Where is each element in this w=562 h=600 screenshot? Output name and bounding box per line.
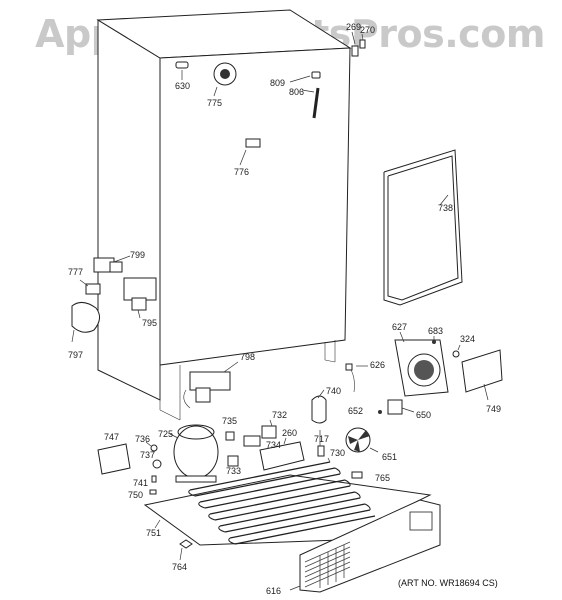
label-651: 651: [382, 452, 397, 462]
label-735: 735: [222, 416, 237, 426]
label-626: 626: [370, 360, 385, 370]
label-616: 616: [266, 586, 281, 596]
part-651-shape: [345, 427, 379, 453]
label-741: 741: [133, 478, 148, 488]
part-626-shape: [345, 363, 368, 393]
part-650-shape: [387, 399, 415, 415]
part-775-shape: [213, 62, 237, 97]
label-733: 733: [226, 466, 241, 476]
label-806: 806: [289, 87, 304, 97]
part-733-shape: [227, 455, 239, 467]
part-616-shape: [289, 499, 441, 593]
label-799: 799: [130, 250, 145, 260]
label-749: 749: [486, 404, 501, 414]
label-751: 751: [146, 528, 161, 538]
label-795: 795: [142, 318, 157, 328]
label-630: 630: [175, 81, 190, 91]
part-764-shape: [179, 539, 193, 561]
part-734-shape: [243, 435, 261, 447]
part-798-shape: [183, 361, 239, 409]
label-269: 269: [346, 22, 361, 32]
part-797-shape: [71, 302, 100, 343]
label-764: 764: [172, 562, 187, 572]
part-799-shape: [93, 255, 131, 273]
label-765: 765: [375, 473, 390, 483]
label-775: 775: [207, 98, 222, 108]
label-750: 750: [128, 490, 143, 500]
part-730-shape: [188, 457, 376, 545]
part-806-shape: [289, 71, 321, 119]
label-797: 797: [68, 350, 83, 360]
part-717-shape: [317, 430, 325, 457]
part-795-shape: [123, 277, 157, 319]
part-683-shape: [432, 336, 436, 344]
part-735-shape: [225, 431, 235, 441]
part-627-shape: [394, 331, 449, 397]
part-725-shape: [169, 424, 219, 483]
label-270: 270: [360, 25, 375, 35]
part-747-shape: [97, 443, 131, 475]
part-740-shape: [311, 389, 327, 424]
label-736: 736: [135, 434, 150, 444]
part-750-shape: [149, 489, 157, 495]
label-627: 627: [392, 322, 407, 332]
part-652-shape: [378, 410, 382, 414]
part-776-shape: [239, 138, 261, 166]
label-738: 738: [438, 203, 453, 213]
part-765-shape: [351, 471, 363, 479]
label-809: 809: [270, 78, 285, 88]
label-732: 732: [272, 410, 287, 420]
label-777: 777: [68, 267, 83, 277]
part-labels: 269 270 630 775 809 806 776 738 799 777 …: [68, 22, 501, 596]
label-683: 683: [428, 326, 443, 336]
label-730: 730: [330, 448, 345, 458]
label-652: 652: [348, 406, 363, 416]
part-732-shape: [261, 419, 277, 439]
label-734: 734: [266, 440, 281, 450]
label-260: 260: [282, 428, 297, 438]
label-747: 747: [104, 432, 119, 442]
part-749-shape: [461, 349, 503, 401]
label-725: 725: [158, 429, 173, 439]
part-741-shape: [151, 475, 157, 483]
part-736-shape: [145, 441, 158, 452]
label-776: 776: [234, 167, 249, 177]
label-717: 717: [314, 434, 329, 444]
art-number: (ART NO. WR18694 CS): [398, 578, 498, 588]
label-737: 737: [140, 450, 155, 460]
part-777-shape: [79, 279, 101, 295]
part-737-shape: [152, 459, 162, 469]
label-740: 740: [326, 386, 341, 396]
part-630-shape: [175, 61, 189, 80]
label-798: 798: [240, 352, 255, 362]
part-738-shape: [383, 149, 463, 306]
part-260-shape: [259, 437, 305, 471]
part-324-shape: [452, 344, 461, 358]
part-269-shape: [351, 31, 366, 57]
label-650: 650: [416, 410, 431, 420]
label-324: 324: [460, 334, 475, 344]
